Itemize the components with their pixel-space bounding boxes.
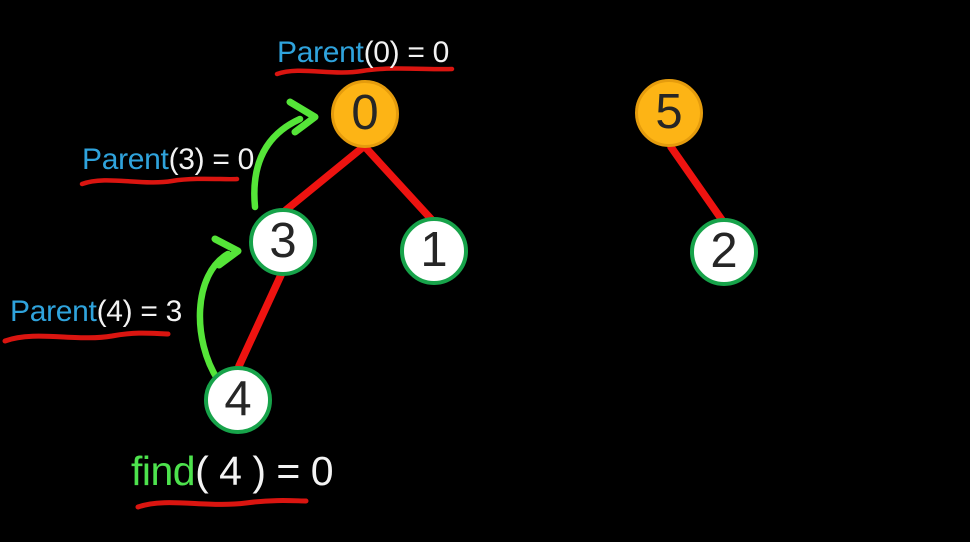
arrow-3-to-0-head-icon	[286, 98, 319, 136]
tree-node-3: 3	[249, 208, 317, 276]
arrow-4-to-3-head-icon	[211, 235, 242, 269]
annotation-find-4: find( 4 ) = 0	[131, 448, 334, 494]
annotation-keyword: find	[131, 448, 196, 494]
annotation-args: ( 4 ) = 0	[195, 448, 334, 494]
underline-parent4	[2, 330, 171, 344]
tree-node-5: 5	[635, 79, 703, 147]
annotation-keyword: Parent	[277, 36, 364, 69]
annotation-args: (3) = 0	[168, 143, 255, 176]
arrow-3-to-0-shaft	[251, 115, 304, 211]
annotation-parent-3: Parent(3) = 0	[82, 145, 254, 175]
annotation-parent-0: Parent(0) = 0	[277, 38, 449, 68]
underline-parent0	[274, 66, 455, 77]
annotation-keyword: Parent	[10, 295, 97, 328]
tree-node-0: 0	[331, 80, 399, 148]
underline-parent3	[79, 176, 240, 187]
annotation-args: (4) = 3	[96, 295, 183, 328]
tree-node-2: 2	[690, 218, 758, 286]
node-label: 4	[224, 371, 252, 426]
arrow-4-to-3-shaft	[196, 250, 232, 384]
annotation-args: (0) = 0	[363, 36, 450, 69]
edge-3-4	[235, 271, 285, 370]
node-label: 0	[351, 85, 379, 140]
annotation-parent-4: Parent(4) = 3	[10, 297, 182, 327]
edge-5-2	[667, 143, 726, 224]
node-label: 1	[420, 222, 448, 277]
annotation-keyword: Parent	[82, 143, 169, 176]
node-label: 2	[710, 223, 738, 278]
node-label: 3	[269, 213, 297, 268]
tree-node-1: 1	[400, 217, 468, 285]
edge-0-3	[282, 144, 366, 214]
node-label: 5	[655, 84, 683, 139]
edge-0-1	[362, 144, 436, 224]
underline-find	[135, 498, 309, 510]
tree-node-4: 4	[204, 366, 272, 434]
